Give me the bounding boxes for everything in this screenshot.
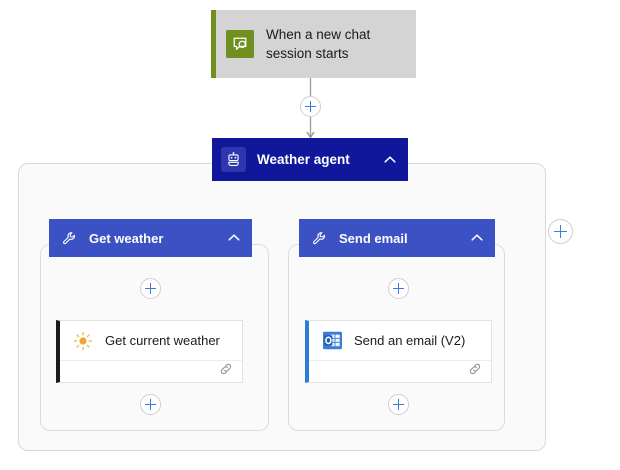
- tool-node-get-weather[interactable]: Get weather: [49, 219, 252, 257]
- chat-bubble-icon: [226, 30, 254, 58]
- plus-icon: [397, 283, 400, 294]
- agent-label: Weather agent: [257, 152, 350, 167]
- trigger-node[interactable]: When a new chat session starts: [211, 10, 416, 78]
- agent-node-weather-agent[interactable]: Weather agent: [212, 138, 408, 181]
- tool-label: Get weather: [89, 230, 164, 246]
- add-step-send-email-top-button[interactable]: [388, 278, 409, 299]
- tool-label: Send email: [339, 230, 408, 246]
- action-card-header: Get current weather: [60, 321, 242, 362]
- chevron-up-icon[interactable]: [469, 230, 485, 246]
- plus-icon: [149, 283, 152, 294]
- link-icon[interactable]: [219, 362, 233, 381]
- plus-icon: [397, 399, 400, 410]
- action-label: Send an email (V2): [354, 333, 466, 349]
- link-icon[interactable]: [468, 362, 482, 381]
- action-card-header: Send an email (V2): [309, 321, 491, 362]
- outlook-icon: [321, 330, 343, 352]
- sun-icon: [72, 330, 94, 352]
- plus-icon: [309, 101, 312, 112]
- add-step-get-weather-top-button[interactable]: [140, 278, 161, 299]
- trigger-label: When a new chat session starts: [266, 27, 371, 61]
- tool-node-send-email[interactable]: Send email: [299, 219, 495, 257]
- action-card-send-an-email[interactable]: Send an email (V2): [305, 320, 492, 383]
- chevron-up-icon[interactable]: [226, 230, 242, 246]
- action-label: Get current weather: [105, 333, 220, 349]
- robot-icon: [221, 147, 246, 172]
- action-card-footer: [60, 361, 242, 382]
- chevron-up-icon[interactable]: [382, 152, 398, 168]
- plus-icon: [559, 225, 562, 238]
- plus-icon: [149, 399, 152, 410]
- add-step-get-weather-bottom-button[interactable]: [140, 394, 161, 415]
- add-step-send-email-bottom-button[interactable]: [388, 394, 409, 415]
- action-card-footer: [309, 361, 491, 382]
- action-card-get-current-weather[interactable]: Get current weather: [56, 320, 243, 383]
- add-step-after-trigger-button[interactable]: [300, 96, 321, 117]
- wrench-icon: [61, 230, 77, 246]
- wrench-icon: [311, 230, 327, 246]
- add-tool-to-agent-button[interactable]: [548, 219, 573, 244]
